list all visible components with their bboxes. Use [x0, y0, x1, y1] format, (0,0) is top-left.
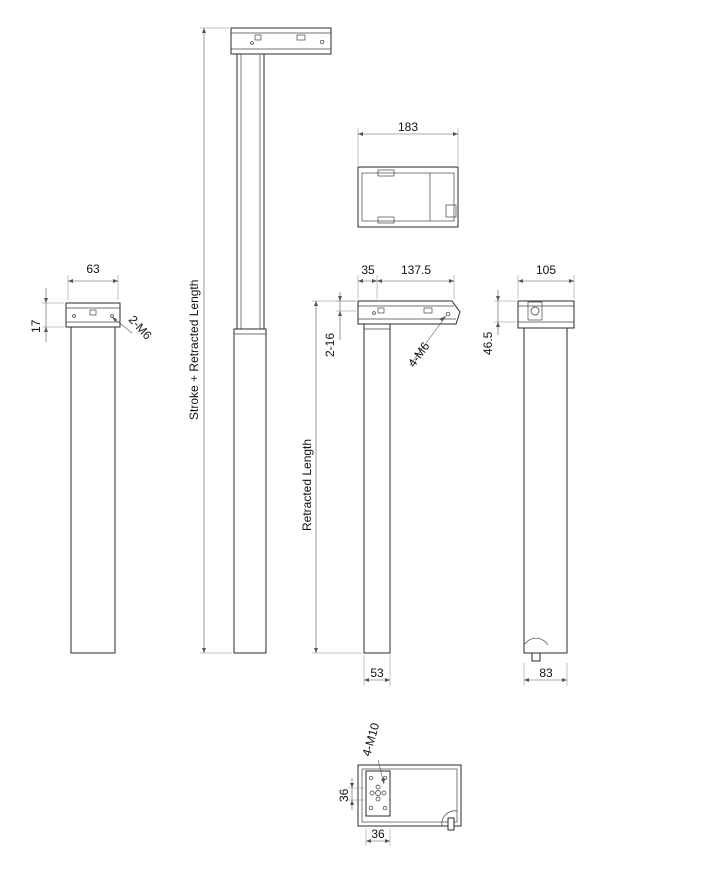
right-column-view: 105 46.5 83: [481, 263, 575, 686]
retracted-length-label: Retracted Length: [300, 439, 314, 531]
dim-183-label: 183: [398, 120, 418, 134]
dim-36-vertical-label: 36: [337, 788, 351, 802]
retracted-top-bracket: [357, 300, 461, 325]
dim-105-label: 105: [536, 263, 556, 277]
right-top-bracket: [517, 300, 575, 329]
stroke-length-label: Stroke + Retracted Length: [187, 280, 201, 420]
dim-137-5-label: 137.5: [401, 263, 431, 277]
retracted-column-view: 35 137.5 2-16 4-M6 Retracted Length 53: [300, 263, 461, 686]
thread-4m6-label: 4-M6: [405, 339, 433, 370]
dim-2-16-label: 2-16: [323, 333, 337, 357]
bottom-plate-view: 4-M10 36 36: [337, 721, 462, 846]
extended-column-view: Stroke + Retracted Length: [187, 27, 332, 654]
right-column-tube: [523, 327, 568, 654]
thread-4m10-label: 4-M10: [359, 721, 382, 758]
bracket-top-outline: [357, 166, 459, 228]
right-foot-block: [531, 652, 541, 662]
right-foot-arc: [523, 637, 549, 646]
dim-36-horizontal-label: 36: [371, 827, 385, 841]
dim-35-label: 35: [361, 263, 375, 277]
extended-top-bracket: [230, 27, 332, 55]
thread-2m6-label: 2-M6: [126, 313, 155, 343]
dim-63-label: 63: [86, 262, 100, 276]
retracted-tube: [363, 323, 391, 654]
outer-tube: [233, 328, 267, 654]
dim-83-label: 83: [539, 666, 553, 680]
dim-53-label: 53: [370, 666, 384, 680]
bottom-foot-block: [447, 817, 455, 831]
bracket-top-view: 183: [357, 120, 459, 228]
left-column-tube: [70, 326, 116, 654]
dim-17-label: 17: [29, 319, 43, 333]
bottom-foot-arc: [441, 810, 458, 827]
left-column-view: 63 17 2-M6: [29, 262, 155, 654]
dim-46-5-label: 46.5: [481, 331, 495, 355]
